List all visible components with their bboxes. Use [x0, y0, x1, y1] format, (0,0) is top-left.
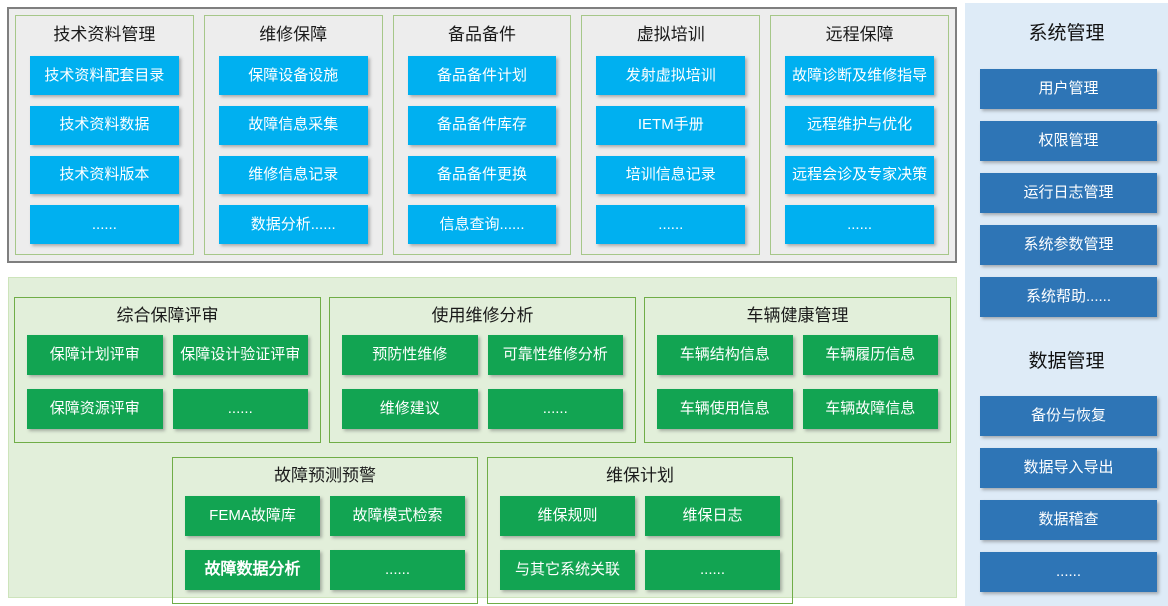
vehicle-history-info-button[interactable]: 车辆履历信息: [802, 335, 938, 376]
data-import-export-button[interactable]: 数据导入导出: [980, 448, 1157, 488]
more-button[interactable]: ......: [596, 205, 746, 244]
preventive-maintenance-button[interactable]: 预防性维修: [342, 335, 478, 376]
top-section: 技术资料管理 技术资料配套目录 技术资料数据 技术资料版本 ...... 维修保…: [7, 7, 957, 263]
tech-data-version-button[interactable]: 技术资料版本: [30, 155, 179, 195]
spare-parts-plan-button[interactable]: 备品备件计划: [407, 56, 557, 95]
more-button[interactable]: ......: [785, 205, 934, 244]
system-help-button[interactable]: 系统帮助......: [980, 277, 1157, 317]
more-button[interactable]: ......: [172, 389, 308, 430]
support-plan-review-button[interactable]: 保障计划评审: [27, 335, 163, 376]
group-vehicle-health-management: 车辆健康管理 车辆结构信息 车辆履历信息 车辆使用信息 车辆故障信息: [644, 297, 951, 444]
fema-fault-library-button[interactable]: FEMA故障库: [185, 495, 320, 536]
top-group-maintenance-support: 维修保障 保障设备设施 故障信息采集 维修信息记录 数据分析......: [203, 15, 383, 255]
bottom-section: 综合保障评审 保障计划评审 保障设计验证评审 保障资源评审 ...... 使用维…: [8, 277, 957, 604]
group-title: 维保计划: [606, 466, 674, 486]
top-group-spare-parts: 备品备件 备品备件计划 备品备件库存 备品备件更换 信息查询......: [392, 15, 572, 255]
group-maintenance-plan: 维保计划 维保规则 维保日志 与其它系统关联 ......: [487, 457, 793, 604]
remote-consultation-button[interactable]: 远程会诊及专家决策: [785, 155, 934, 195]
group-title: 综合保障评审: [116, 306, 219, 325]
info-query-button[interactable]: 信息查询......: [407, 205, 557, 244]
launch-virtual-training-button[interactable]: 发射虚拟培训: [596, 56, 746, 95]
vehicle-structure-info-button[interactable]: 车辆结构信息: [657, 335, 793, 376]
maintenance-rules-button[interactable]: 维保规则: [500, 495, 635, 536]
maintenance-log-button[interactable]: 维保日志: [645, 495, 780, 536]
group-comprehensive-support-review: 综合保障评审 保障计划评审 保障设计验证评审 保障资源评审 ......: [14, 297, 321, 444]
tech-data-data-button[interactable]: 技术资料数据: [30, 105, 179, 145]
more-button[interactable]: ......: [645, 549, 780, 590]
group-title: 备品备件: [447, 25, 516, 44]
sidebar-title-system-management: 系统管理: [1028, 23, 1105, 44]
bottom-row-2: 故障预测预警 FEMA故障库 故障模式检索 故障数据分析 ...... 维保计划…: [13, 457, 952, 604]
tech-data-catalog-button[interactable]: 技术资料配套目录: [30, 56, 179, 95]
group-title: 技术资料管理: [53, 25, 156, 44]
more-button[interactable]: ......: [30, 205, 179, 244]
group-title: 维修保障: [259, 25, 328, 44]
maintenance-suggestion-button[interactable]: 维修建议: [342, 389, 478, 430]
sidebar: 系统管理 用户管理 权限管理 运行日志管理 系统参数管理 系统帮助...... …: [965, 3, 1168, 606]
remote-maintenance-optimization-button[interactable]: 远程维护与优化: [785, 105, 934, 145]
backup-restore-button[interactable]: 备份与恢复: [980, 396, 1157, 436]
fault-info-collection-button[interactable]: 故障信息采集: [218, 105, 368, 145]
group-title: 故障预测预警: [274, 466, 376, 486]
spare-parts-inventory-button[interactable]: 备品备件库存: [407, 105, 557, 145]
reliability-maintenance-analysis-button[interactable]: 可靠性维修分析: [487, 335, 623, 376]
maintenance-record-button[interactable]: 维修信息记录: [218, 155, 368, 195]
fault-diagnosis-guidance-button[interactable]: 故障诊断及维修指导: [785, 56, 934, 95]
spare-parts-replacement-button[interactable]: 备品备件更换: [407, 155, 557, 195]
bottom-row-1: 综合保障评审 保障计划评审 保障设计验证评审 保障资源评审 ...... 使用维…: [14, 297, 951, 444]
system-linkage-button[interactable]: 与其它系统关联: [500, 549, 635, 590]
top-group-virtual-training: 虚拟培训 发射虚拟培训 IETM手册 培训信息记录 ......: [581, 15, 761, 255]
top-group-remote-support: 远程保障 故障诊断及维修指导 远程维护与优化 远程会诊及专家决策 ......: [770, 15, 949, 255]
vehicle-usage-info-button[interactable]: 车辆使用信息: [657, 389, 793, 430]
fault-data-analysis-button[interactable]: 故障数据分析: [185, 549, 320, 590]
permission-management-button[interactable]: 权限管理: [980, 121, 1157, 161]
user-management-button[interactable]: 用户管理: [980, 69, 1157, 109]
support-resource-review-button[interactable]: 保障资源评审: [27, 389, 163, 430]
more-button[interactable]: ......: [980, 552, 1157, 592]
group-title: 远程保障: [825, 25, 894, 44]
group-title: 虚拟培训: [636, 25, 705, 44]
data-analysis-button[interactable]: 数据分析......: [218, 205, 368, 244]
group-fault-prediction-warning: 故障预测预警 FEMA故障库 故障模式检索 故障数据分析 ......: [172, 457, 478, 604]
training-record-button[interactable]: 培训信息记录: [596, 155, 746, 195]
vehicle-fault-info-button[interactable]: 车辆故障信息: [802, 389, 938, 430]
support-equipment-button[interactable]: 保障设备设施: [218, 56, 368, 95]
support-design-verification-review-button[interactable]: 保障设计验证评审: [172, 335, 308, 376]
data-audit-button[interactable]: 数据稽查: [980, 500, 1157, 540]
system-parameter-management-button[interactable]: 系统参数管理: [980, 225, 1157, 265]
group-title: 使用维修分析: [431, 306, 534, 325]
sidebar-title-data-management: 数据管理: [1028, 351, 1105, 372]
run-log-management-button[interactable]: 运行日志管理: [980, 173, 1157, 213]
more-button[interactable]: ......: [487, 389, 623, 430]
top-group-technical-data-management: 技术资料管理 技术资料配套目录 技术资料数据 技术资料版本 ......: [15, 15, 194, 255]
group-title: 车辆健康管理: [746, 306, 849, 325]
group-usage-maintenance-analysis: 使用维修分析 预防性维修 可靠性维修分析 维修建议 ......: [329, 297, 636, 444]
more-button[interactable]: ......: [330, 549, 465, 590]
fault-mode-search-button[interactable]: 故障模式检索: [330, 495, 465, 536]
ietm-manual-button[interactable]: IETM手册: [596, 105, 746, 145]
